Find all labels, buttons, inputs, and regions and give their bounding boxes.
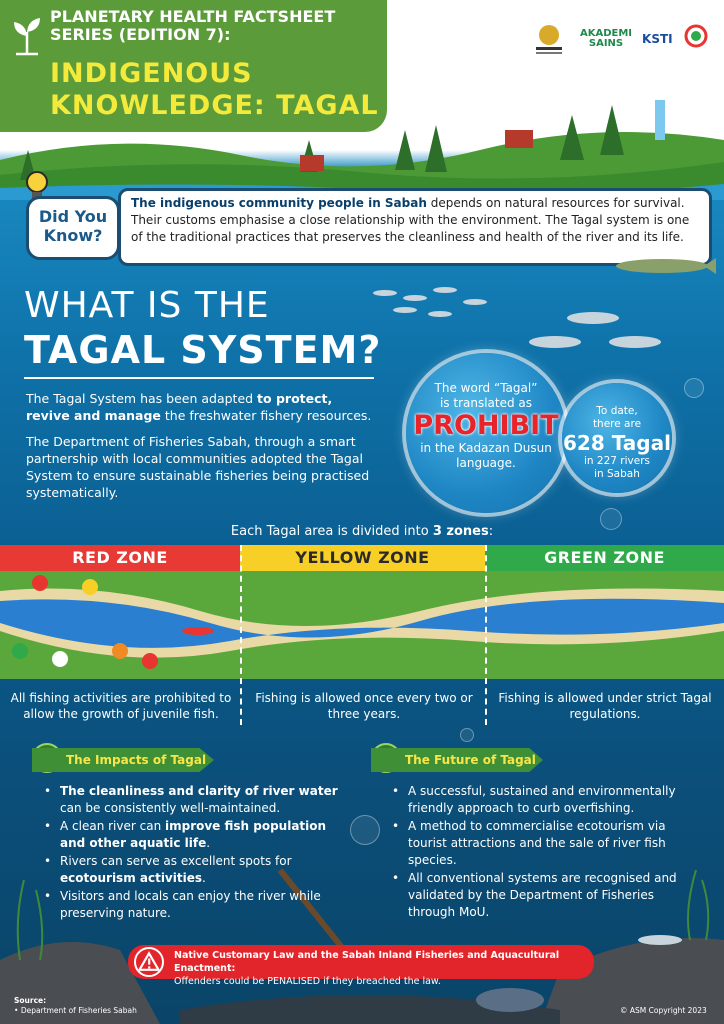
future-section-title: The Future of Tagal — [371, 748, 543, 772]
warning-text: Offenders could be PENALISED if they bre… — [174, 976, 441, 987]
planetary-health-logo — [684, 24, 708, 48]
decorative-bubble — [350, 815, 380, 845]
list-item: A successful, sustained and environmenta… — [386, 783, 696, 817]
red-zone-description: All fishing activities are prohibited to… — [10, 691, 232, 721]
red-zone-header: RED ZONE — [0, 545, 240, 571]
impacts-list: The cleanliness and clarity of river wat… — [38, 783, 338, 923]
prohibit-circle: The word “Tagal” is translated as PROHIB… — [406, 353, 566, 513]
did-you-know-card: The indigenous community people in Sabah… — [118, 188, 712, 266]
river-zones-illustration — [0, 571, 724, 679]
tagal-count: 628 Tagal — [563, 431, 671, 455]
decorative-bubble — [684, 378, 704, 398]
tagal-count-circle: To date, there are 628 Tagal in 227 rive… — [562, 383, 672, 493]
ministry-crest-logo — [536, 25, 562, 54]
section-heading-part1: WHAT IS THE — [24, 285, 270, 326]
fish-school-illustration — [373, 287, 661, 348]
page-title: INDIGENOUS KNOWLEDGE: TAGAL — [50, 58, 379, 121]
header-banner: PLANETARY HEALTH FACTSHEET SERIES (EDITI… — [0, 0, 387, 132]
warning-triangle-icon — [134, 947, 164, 977]
list-item: A method to commercialise ecotourism via… — [386, 818, 696, 869]
heading-divider — [24, 377, 374, 379]
decorative-bubble — [460, 728, 474, 742]
green-zone-description: Fishing is allowed under strict Tagal re… — [498, 691, 712, 721]
zone-divider — [485, 545, 487, 725]
series-title: PLANETARY HEALTH FACTSHEET SERIES (EDITI… — [50, 7, 336, 44]
zone-divider — [240, 545, 242, 725]
list-item: A clean river can improve fish populatio… — [38, 818, 338, 852]
green-zone-header: GREEN ZONE — [485, 545, 724, 571]
warning-banner: Native Customary Law and the Sabah Inlan… — [128, 945, 594, 987]
section-heading-part2: TAGAL SYSTEM? — [24, 328, 382, 372]
list-item: Visitors and locals can enjoy the river … — [38, 888, 338, 922]
tagal-intro-paragraph: The Tagal System has been adapted to pro… — [26, 391, 372, 423]
list-item: The cleanliness and clarity of river wat… — [38, 783, 338, 817]
source-note: Source: • Department of Fisheries Sabah — [14, 996, 137, 1015]
pike-fish-illustration — [616, 258, 716, 274]
list-item: Rivers can serve as excellent spots for … — [38, 853, 338, 887]
zones-intro: Each Tagal area is divided into 3 zones: — [230, 524, 494, 539]
sprout-icon — [14, 18, 40, 56]
yellow-zone-header: YELLOW ZONE — [240, 545, 485, 571]
copyright-text: © ASM Copyright 2023 — [620, 1006, 707, 1015]
list-item: All conventional systems are recognised … — [386, 870, 696, 921]
yellow-zone-description: Fishing is allowed once every two or thr… — [255, 691, 473, 721]
future-list: A successful, sustained and environmenta… — [386, 783, 696, 922]
department-paragraph: The Department of Fisheries Sabah, throu… — [26, 434, 370, 500]
ksti-logo: KSTI — [642, 32, 673, 46]
decorative-bubble — [600, 508, 622, 530]
did-you-know-label: Did You Know? — [26, 196, 120, 260]
warning-title: Native Customary Law and the Sabah Inlan… — [174, 950, 560, 974]
prohibit-highlight: PROHIBIT — [413, 410, 559, 441]
impacts-section-title: The Impacts of Tagal — [32, 748, 214, 772]
